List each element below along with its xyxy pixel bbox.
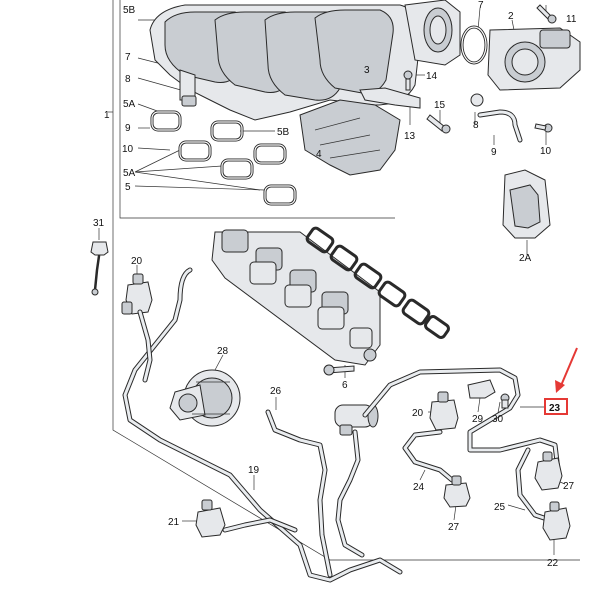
highlight-box-23 <box>544 398 568 415</box>
gasket-strip <box>305 226 450 339</box>
callout-labels: 5B 7 8 1 5A 9 10 5A 5 5B 4 3 13 14 15 2 … <box>93 0 577 569</box>
vacuum-hose-left <box>122 267 403 583</box>
label-8: 8 <box>125 74 131 85</box>
label-5b-mid: 5B <box>277 127 290 138</box>
valve-27-right <box>534 451 563 491</box>
label-25: 25 <box>494 502 506 513</box>
label-4: 4 <box>316 149 322 160</box>
label-15: 15 <box>434 100 446 111</box>
label-8-right: 8 <box>473 120 479 131</box>
label-6: 6 <box>342 380 348 391</box>
vacuum-pump <box>169 369 241 427</box>
label-21: 21 <box>168 517 180 528</box>
label-26: 26 <box>270 386 282 397</box>
label-29: 29 <box>472 414 484 425</box>
valve-27-mid <box>443 475 471 508</box>
highlight-arrow <box>555 347 578 393</box>
label-27-mid: 27 <box>448 522 460 533</box>
bolt-15 <box>426 114 451 134</box>
label-19: 19 <box>248 465 260 476</box>
sensor-31 <box>90 241 109 296</box>
label-9-left: 9 <box>125 123 131 134</box>
label-30: 30 <box>492 414 504 425</box>
label-14: 14 <box>426 71 438 82</box>
bolt-6 <box>323 364 355 376</box>
label-20-left: 20 <box>131 256 143 267</box>
reference-lines <box>98 0 580 561</box>
label-5a-b: 5A <box>123 168 136 179</box>
label-27-right: 27 <box>563 481 575 492</box>
upper-intake-manifold <box>149 0 461 121</box>
label-5b-top: 5B <box>123 5 136 16</box>
breather-pipe <box>470 93 553 143</box>
label-13: 13 <box>404 131 416 142</box>
lower-intake-manifold <box>211 229 381 366</box>
heat-shield <box>299 99 401 176</box>
label-7-right: 7 <box>478 0 484 11</box>
bolt-11 <box>536 4 557 24</box>
label-31: 31 <box>93 218 105 229</box>
label-28: 28 <box>217 346 229 357</box>
bracket-3 <box>359 70 421 109</box>
label-7: 7 <box>125 52 131 63</box>
label-1: 1 <box>104 110 110 121</box>
vacuum-hose-right <box>362 367 561 523</box>
label-10-right: 10 <box>540 146 552 157</box>
label-2a: 2A <box>519 253 532 264</box>
manifold-gaskets <box>150 110 297 206</box>
valve-21 <box>195 499 226 538</box>
valve-20-left <box>121 273 153 315</box>
label-10-left: 10 <box>122 144 134 155</box>
label-5a-a: 5A <box>123 99 136 110</box>
label-11: 11 <box>566 14 577 25</box>
label-22: 22 <box>547 558 559 569</box>
valve-22 <box>542 501 571 541</box>
label-3: 3 <box>364 65 370 76</box>
label-9-right: 9 <box>491 147 497 158</box>
bracket-29 <box>467 379 496 399</box>
bolt-30 <box>500 393 510 409</box>
label-2: 2 <box>508 11 514 22</box>
cover-2a <box>502 169 551 239</box>
label-24: 24 <box>413 482 425 493</box>
label-5: 5 <box>125 182 131 193</box>
label-20-right: 20 <box>412 408 424 419</box>
throttle-body <box>460 25 581 91</box>
label-23: 23 <box>549 403 561 414</box>
valve-20-right <box>429 391 459 431</box>
